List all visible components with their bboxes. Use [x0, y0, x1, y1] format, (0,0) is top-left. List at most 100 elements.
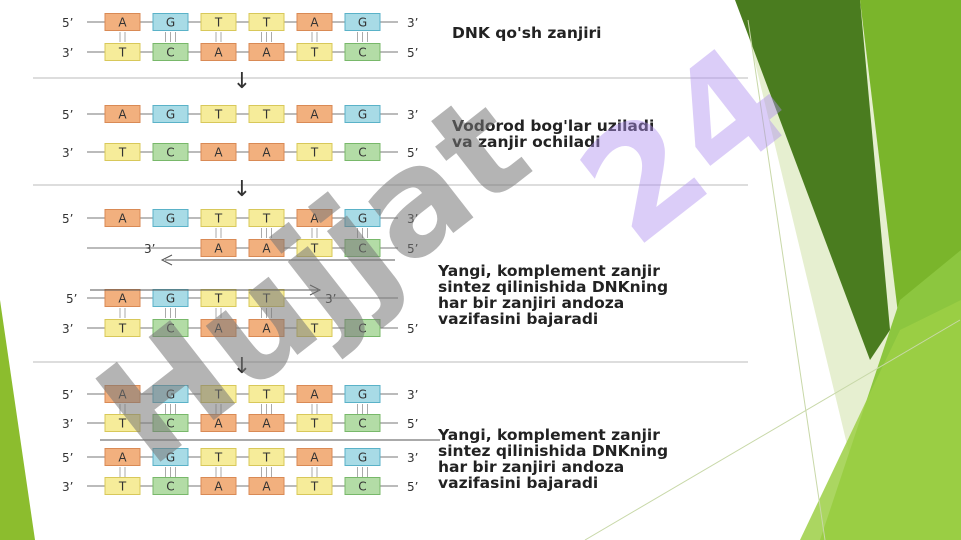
base-A [248, 239, 285, 257]
base-T [296, 477, 333, 495]
down-arrow: ↓ [233, 354, 251, 379]
base-A [296, 13, 333, 31]
base-C [152, 43, 189, 61]
base-G [344, 13, 381, 31]
base-letter: A [118, 16, 127, 30]
base-A [248, 477, 285, 495]
base-A [296, 385, 333, 403]
base-A [104, 105, 141, 123]
base-letter: C [166, 46, 174, 60]
base-A [200, 239, 237, 257]
base-letter: C [358, 480, 366, 494]
base-letter: T [214, 16, 223, 30]
caption-double-helix: DNK qo'sh zanjiri [452, 24, 602, 42]
base-T [104, 477, 141, 495]
base-letter: A [310, 388, 319, 402]
base-T [200, 209, 237, 227]
base-letter: T [310, 146, 319, 160]
base-C [152, 143, 189, 161]
base-A [248, 319, 285, 337]
strand-end-label: 5’ [62, 16, 73, 30]
base-C [152, 477, 189, 495]
base-T [296, 43, 333, 61]
strand-end-label: 5’ [407, 322, 418, 336]
base-G [344, 385, 381, 403]
base-C [152, 414, 189, 432]
base-T [296, 239, 333, 257]
base-T [248, 385, 285, 403]
base-T [104, 43, 141, 61]
base-letter: A [118, 451, 127, 465]
base-letter: A [214, 417, 223, 431]
base-letter: A [118, 108, 127, 122]
base-G [152, 105, 189, 123]
strand-end-label: 3’ [407, 451, 418, 465]
caption-synthesis-2: Yangi, komplement zanjir sintez qilinish… [438, 426, 669, 492]
decor-shape-dark [735, 0, 890, 360]
base-A [248, 414, 285, 432]
base-letter: A [262, 242, 271, 256]
base-letter: T [214, 292, 223, 306]
base-letter: A [262, 417, 271, 431]
base-letter: T [118, 322, 127, 336]
base-T [248, 448, 285, 466]
base-G [152, 209, 189, 227]
base-letter: C [166, 417, 174, 431]
base-A [296, 105, 333, 123]
base-T [104, 319, 141, 337]
base-letter: A [214, 322, 223, 336]
strand-end-label: 3’ [62, 146, 73, 160]
base-letter: C [166, 480, 174, 494]
base-A [104, 13, 141, 31]
base-G [344, 209, 381, 227]
base-A [104, 448, 141, 466]
decor-shape-bright [800, 300, 961, 540]
base-G [152, 13, 189, 31]
decor-shape-mid [860, 0, 961, 330]
base-letter: T [118, 480, 127, 494]
strand-end-label: 5’ [62, 108, 73, 122]
strand-end-label: 5’ [62, 451, 73, 465]
base-A [248, 43, 285, 61]
decor-line [747, 19, 826, 540]
base-letter: C [358, 417, 366, 431]
base-A [296, 448, 333, 466]
base-C [152, 319, 189, 337]
base-letter: A [214, 46, 223, 60]
base-letter: T [214, 212, 223, 226]
strand-end-label: 5’ [407, 480, 418, 494]
base-letter: A [118, 292, 127, 306]
strand-end-label: 5’ [62, 212, 73, 226]
base-T [248, 209, 285, 227]
base-letter: T [214, 451, 223, 465]
base-C [344, 43, 381, 61]
base-letter: A [310, 16, 319, 30]
base-T [296, 319, 333, 337]
base-letter: T [262, 212, 271, 226]
base-letter: C [166, 322, 174, 336]
base-letter: A [310, 451, 319, 465]
caption-synthesis-1: Yangi, komplement zanjir sintez qilinish… [438, 262, 669, 328]
base-A [104, 209, 141, 227]
base-A [200, 477, 237, 495]
base-letter: A [310, 212, 319, 226]
base-letter: G [358, 108, 367, 122]
base-letter: A [310, 108, 319, 122]
base-C [344, 143, 381, 161]
down-arrow: ↓ [233, 69, 251, 94]
base-C [344, 477, 381, 495]
strand-end-label: 3’ [62, 417, 73, 431]
base-A [248, 143, 285, 161]
strand-end-label: 3’ [407, 388, 418, 402]
strand-end-label: 3’ [407, 16, 418, 30]
base-letter: G [358, 16, 367, 30]
base-letter: T [262, 388, 271, 402]
base-letter: C [166, 146, 174, 160]
base-G [344, 448, 381, 466]
base-letter: A [118, 388, 127, 402]
strand-end-label: 5’ [407, 242, 418, 256]
base-G [152, 385, 189, 403]
